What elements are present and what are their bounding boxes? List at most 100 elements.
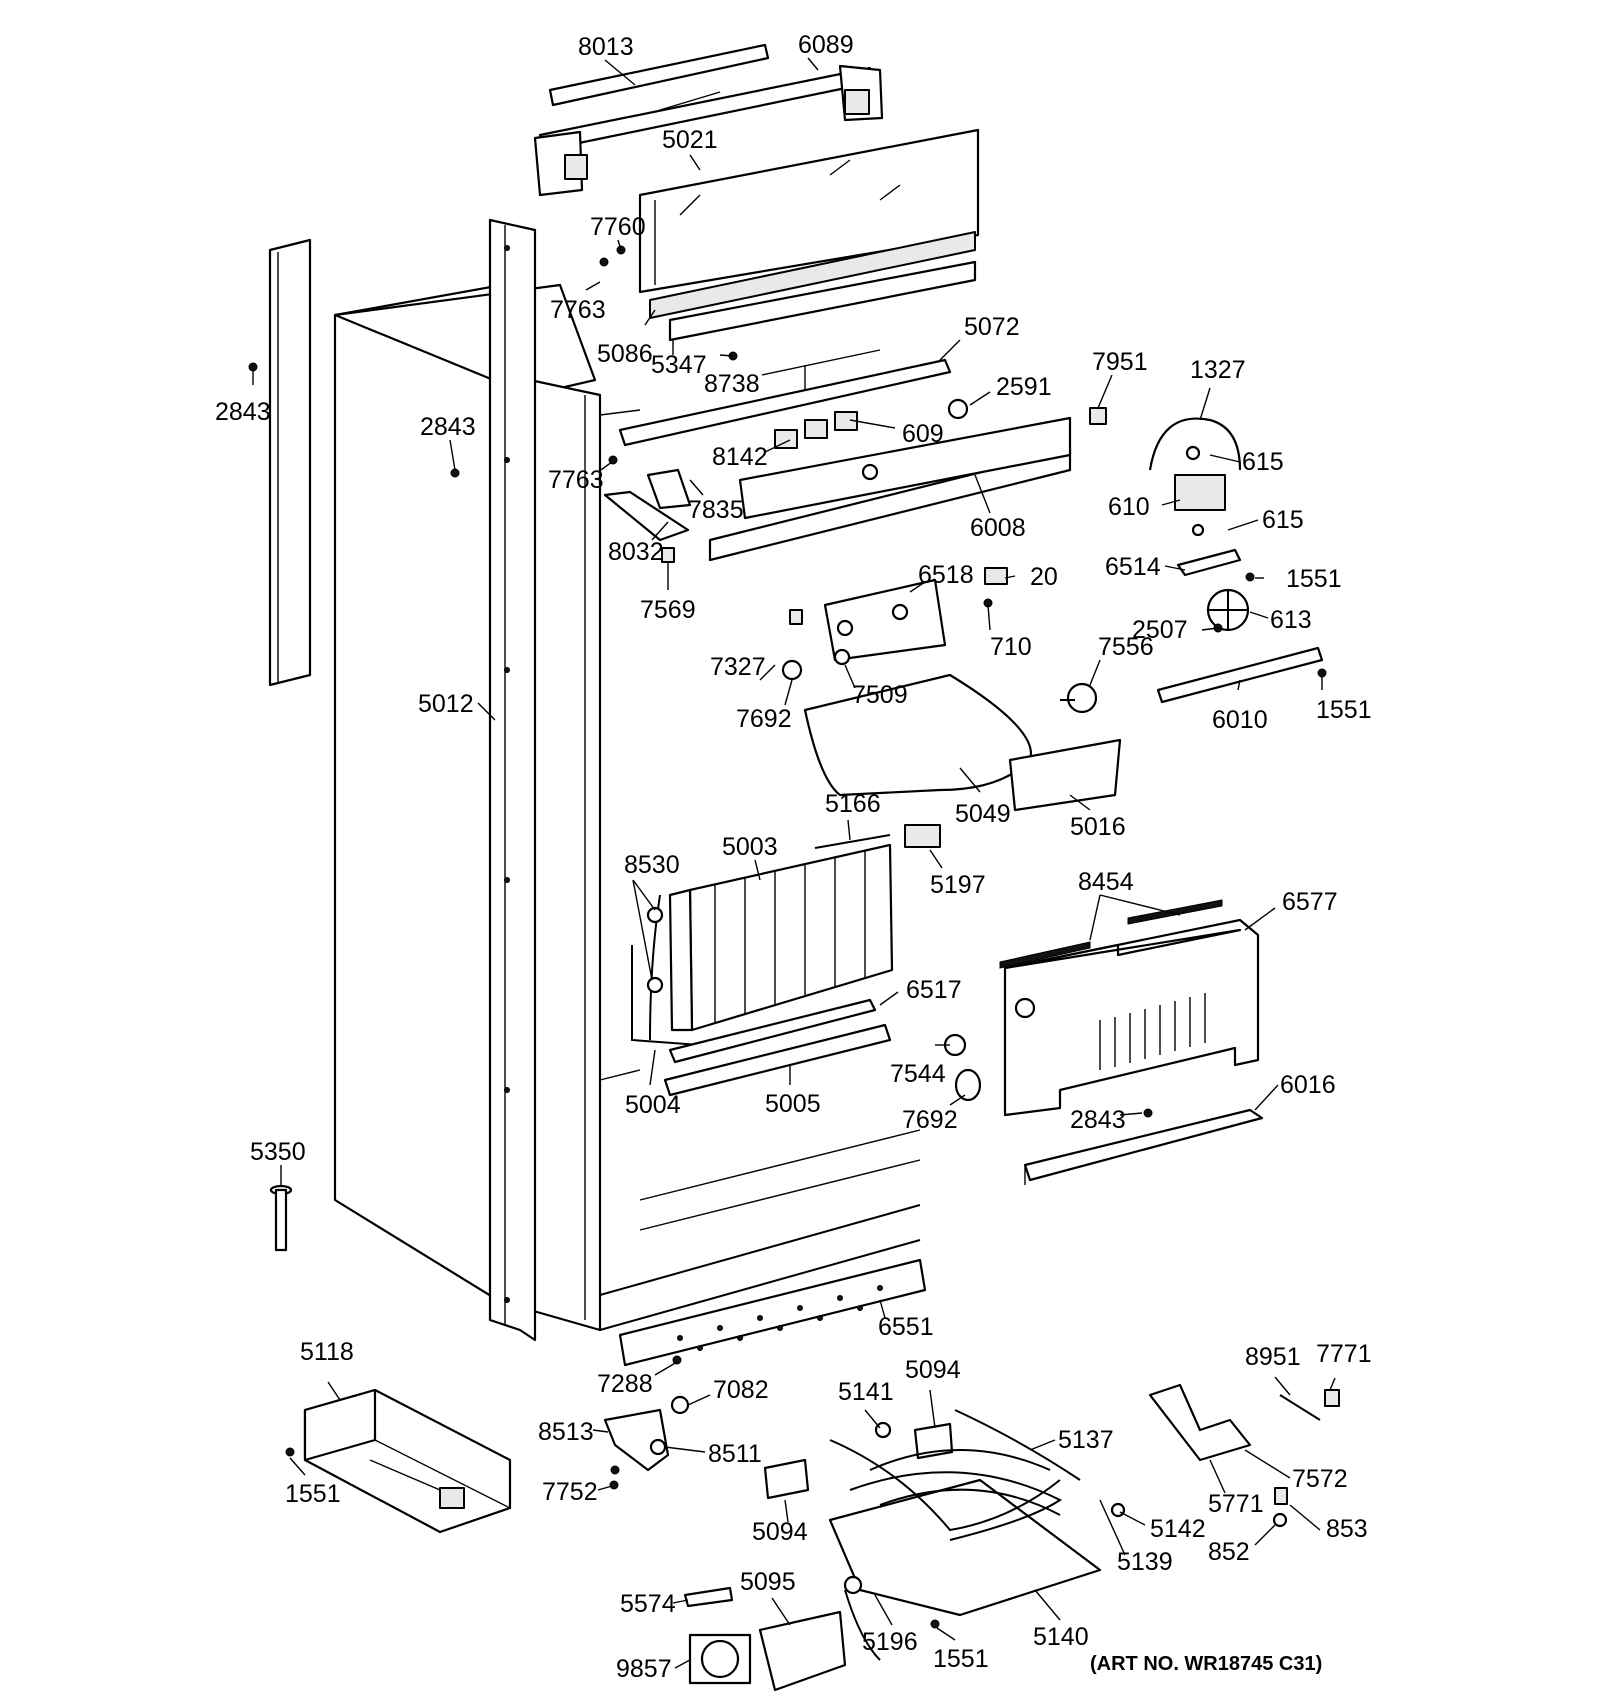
callout-7569: 7569	[640, 596, 696, 624]
callout-8032: 8032	[608, 538, 664, 566]
machine-compartment-cover	[999, 899, 1260, 1117]
perforated-trim	[649, 231, 977, 355]
callout-615-lower: 615	[1262, 506, 1304, 534]
callout-5016: 5016	[1070, 813, 1126, 841]
callout-853: 853	[1326, 1515, 1368, 1543]
callout-5049: 5049	[955, 800, 1011, 828]
callout-8013: 8013	[578, 33, 634, 61]
lamp-assembly	[781, 567, 1122, 812]
callout-5012: 5012	[418, 690, 474, 718]
callout-6016: 6016	[1280, 1071, 1336, 1099]
glass-panel	[638, 128, 980, 294]
callout-7752: 7752	[542, 1478, 598, 1506]
callout-1551-upper: 1551	[1286, 565, 1342, 593]
callout-5086: 5086	[597, 340, 653, 368]
callout-5021: 5021	[662, 126, 718, 154]
callout-5094-upper: 5094	[905, 1356, 961, 1384]
callout-5574: 5574	[620, 1590, 676, 1618]
callout-5166: 5166	[825, 790, 881, 818]
callout-5072: 5072	[964, 313, 1020, 341]
callout-7509: 7509	[852, 681, 908, 709]
callout-1551-left: 1551	[285, 1480, 341, 1508]
callout-6577: 6577	[1282, 888, 1338, 916]
shelf-rail	[618, 358, 952, 447]
lamp-brackets	[603, 468, 692, 563]
callout-852: 852	[1208, 1538, 1250, 1566]
callout-7692-lower: 7692	[902, 1106, 958, 1134]
callout-2843-body: 2843	[420, 413, 476, 441]
callout-6008: 6008	[970, 514, 1026, 542]
callout-5196: 5196	[862, 1628, 918, 1656]
callout-8951: 8951	[1245, 1343, 1301, 1371]
callout-7327: 7327	[710, 653, 766, 681]
callout-2507: 2507	[1132, 616, 1188, 644]
callout-6514: 6514	[1105, 553, 1161, 581]
callout-5005: 5005	[765, 1090, 821, 1118]
callout-5004: 5004	[625, 1091, 681, 1119]
drain-trays	[663, 998, 892, 1097]
damper-assembly	[1148, 1383, 1340, 1528]
callout-20: 20	[1030, 563, 1058, 591]
callout-2843-cover: 2843	[1070, 1106, 1126, 1134]
callout-labels: 8013 6089 5021 7760 7763 5086 5347 8738 …	[215, 31, 1372, 1683]
callout-8530: 8530	[624, 851, 680, 879]
callout-610: 610	[1108, 493, 1150, 521]
callout-710: 710	[990, 633, 1032, 661]
art-number-caption: (ART NO. WR18745 C31)	[1090, 1653, 1322, 1675]
top-rail-assembly	[533, 43, 884, 197]
callout-8513: 8513	[538, 1418, 594, 1446]
callout-7556: 7556	[1098, 633, 1154, 661]
callout-6517: 6517	[906, 976, 962, 1004]
callout-6518: 6518	[918, 561, 974, 589]
condenser-fan-assembly	[683, 1575, 881, 1692]
callout-5140: 5140	[1033, 1623, 1089, 1651]
left-side-trim-strip	[268, 238, 312, 687]
callout-5139: 5139	[1117, 1548, 1173, 1576]
callout-7082: 7082	[713, 1376, 769, 1404]
callout-7771: 7771	[1316, 1340, 1372, 1368]
callout-5771: 5771	[1208, 1490, 1264, 1518]
callout-8511: 8511	[708, 1440, 762, 1468]
leveling-pin	[269, 1184, 293, 1252]
callout-5142: 5142	[1150, 1515, 1206, 1543]
brackets-5094	[763, 1421, 954, 1500]
callout-5347: 5347	[651, 351, 707, 379]
callout-5197: 5197	[930, 871, 986, 899]
callout-8142: 8142	[712, 443, 768, 471]
callout-615-upper: 615	[1242, 448, 1284, 476]
control-box	[303, 1388, 512, 1534]
hinge-bracket	[603, 1395, 690, 1475]
callout-7572: 7572	[1292, 1465, 1348, 1493]
callout-6089: 6089	[798, 31, 854, 59]
callout-7835: 7835	[688, 496, 744, 524]
cover-bracket	[1023, 1108, 1264, 1185]
callout-7544: 7544	[890, 1060, 946, 1088]
callout-5118: 5118	[300, 1338, 354, 1366]
thermostat-and-fan	[1089, 407, 1327, 704]
bottom-grille	[618, 1258, 927, 1367]
drain-pan-heater	[828, 1409, 1126, 1617]
front-vertical-trim	[488, 218, 537, 1342]
callout-9857: 9857	[616, 1655, 672, 1683]
callout-7760: 7760	[590, 213, 646, 241]
callout-6551: 6551	[878, 1313, 934, 1341]
callout-1551-right: 1551	[1316, 696, 1372, 724]
lower-lamp	[943, 1033, 982, 1102]
evaporator-coil	[631, 824, 941, 1046]
control-housing	[708, 398, 1072, 562]
callout-613: 613	[1270, 606, 1312, 634]
callout-5137: 5137	[1058, 1426, 1114, 1454]
callout-5003: 5003	[722, 833, 778, 861]
callout-5094-lower: 5094	[752, 1518, 808, 1546]
callout-7692-upper: 7692	[736, 705, 792, 733]
callout-2843-left: 2843	[215, 398, 271, 426]
callout-7288: 7288	[597, 1370, 653, 1398]
callout-2591: 2591	[996, 373, 1052, 401]
callout-5095: 5095	[740, 1568, 796, 1596]
callout-5350: 5350	[250, 1138, 306, 1166]
callout-7763-mid: 7763	[548, 466, 604, 494]
callout-1551-bottom: 1551	[933, 1645, 989, 1673]
callout-5141: 5141	[838, 1378, 894, 1406]
